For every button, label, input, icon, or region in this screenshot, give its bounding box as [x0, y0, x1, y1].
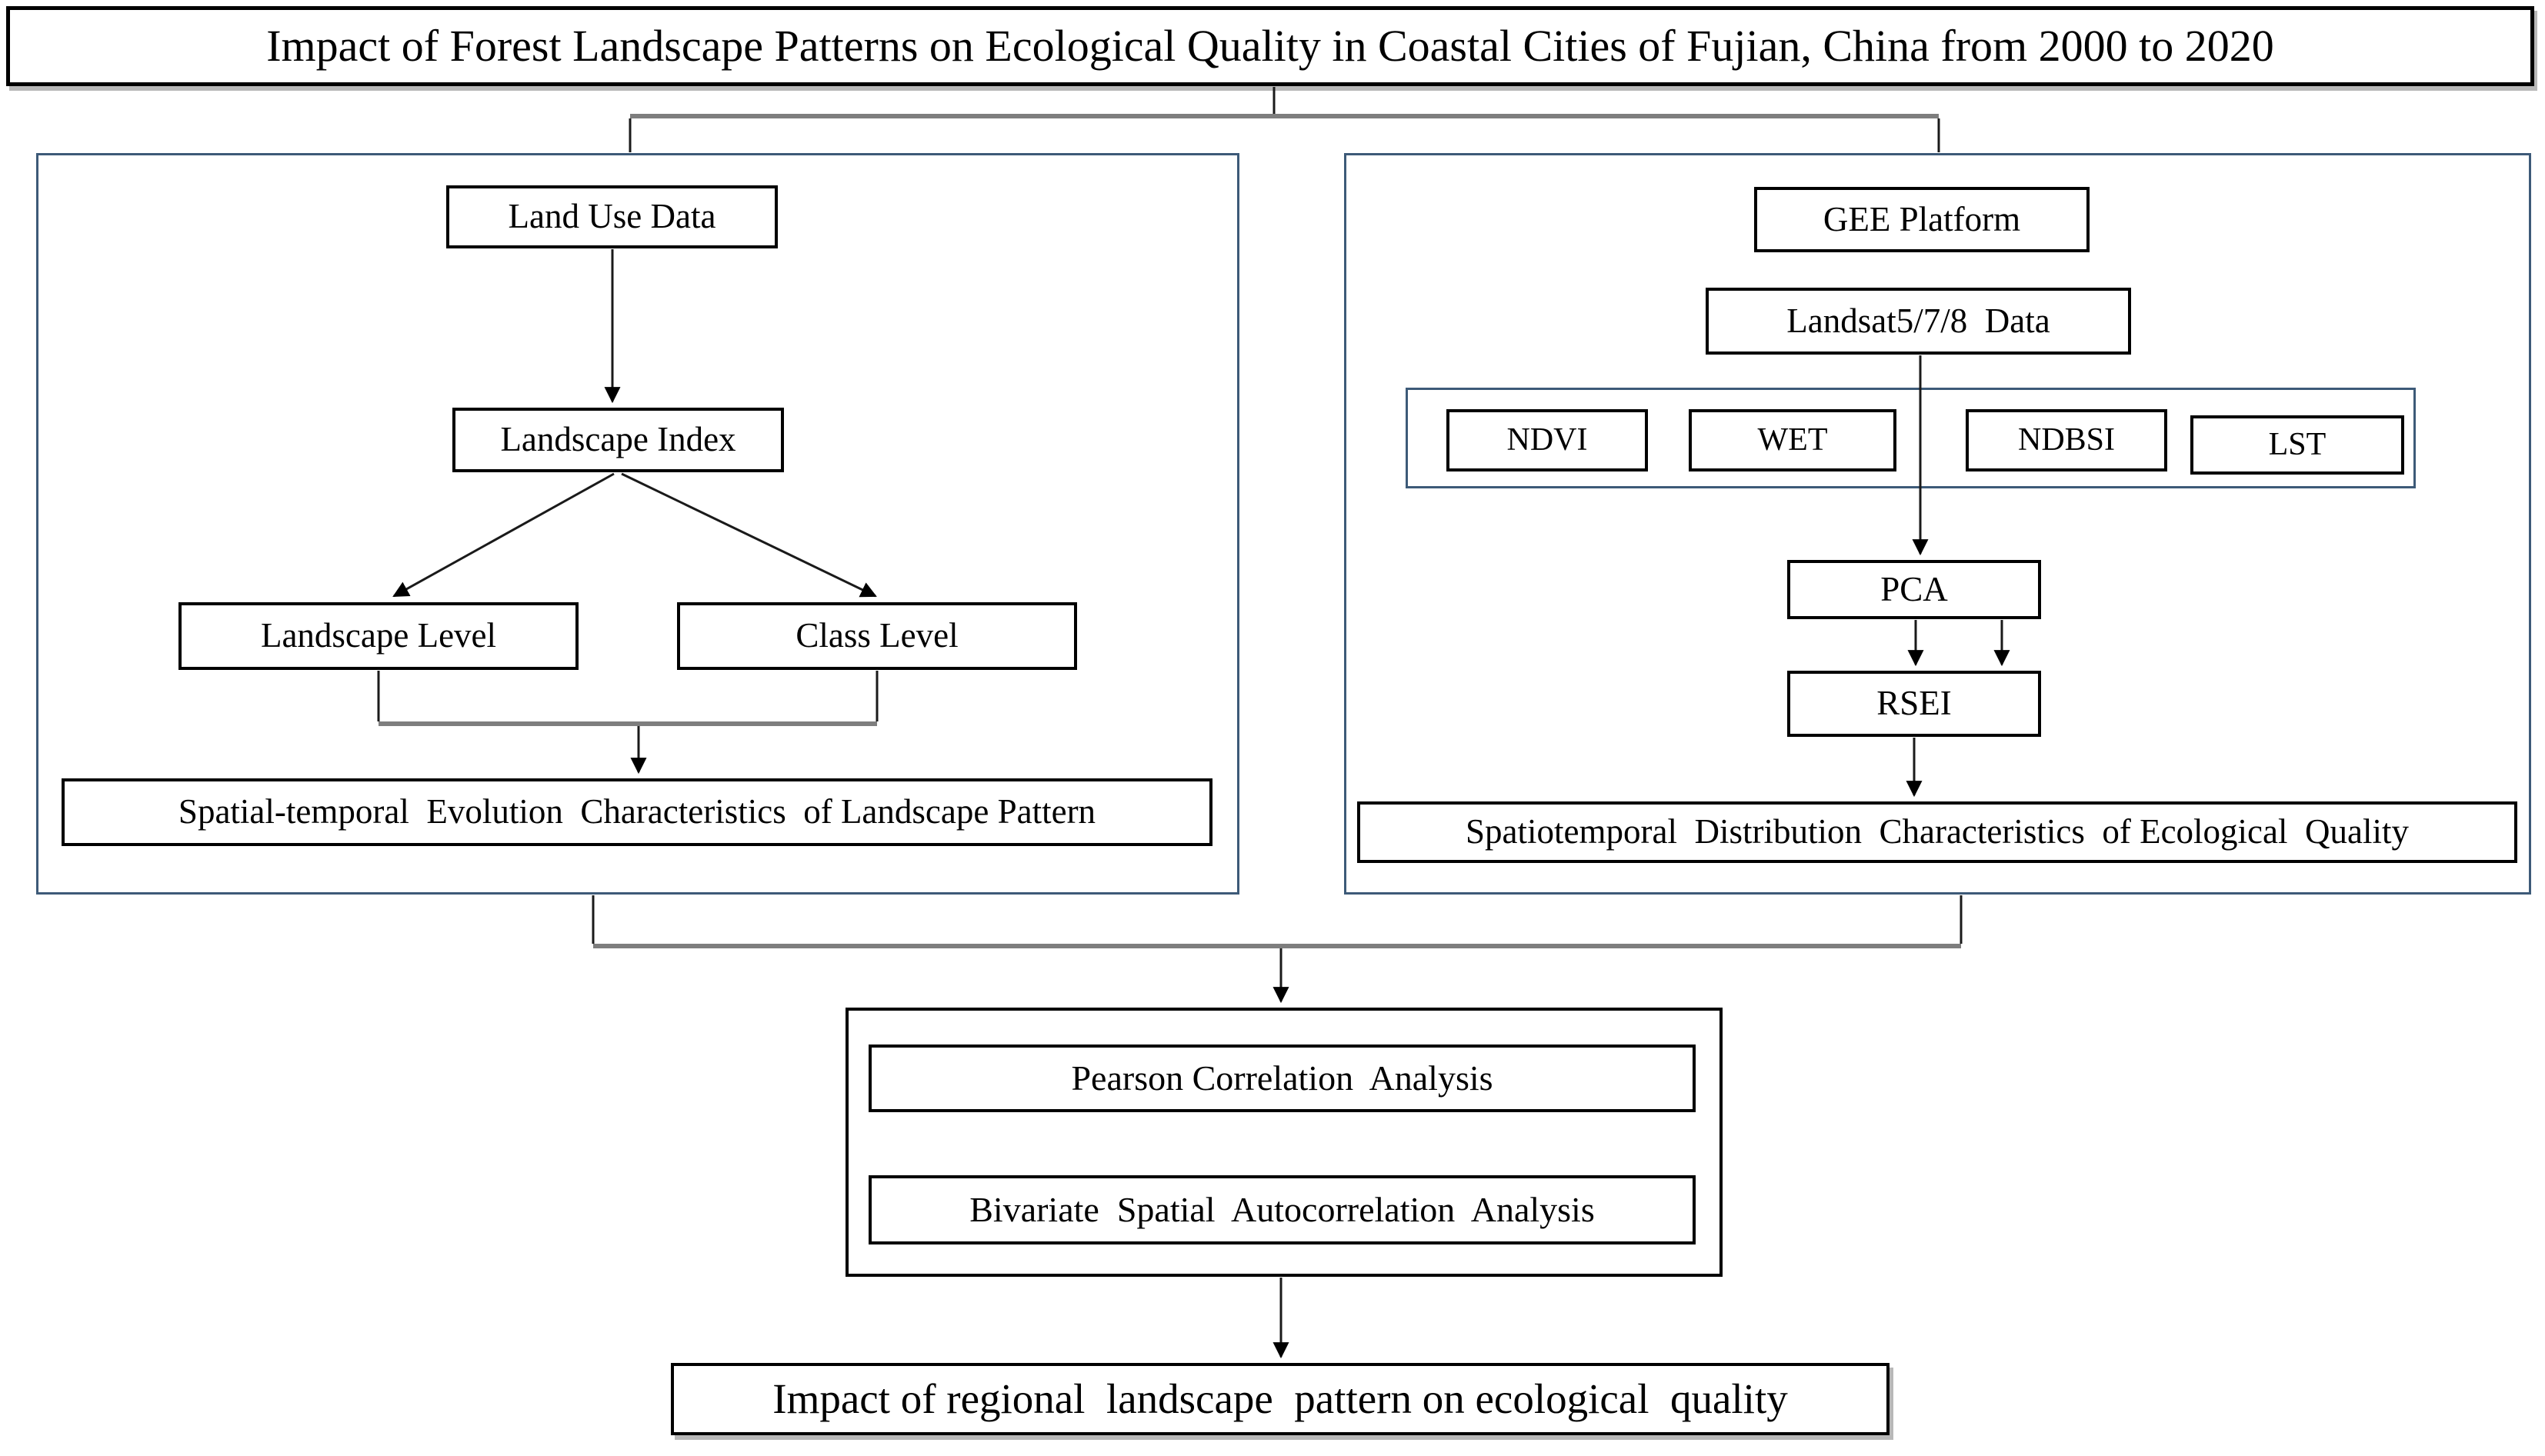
landscape-level-label: Landscape Level	[260, 616, 497, 655]
pearson-correlation-label: Pearson Correlation Analysis	[1071, 1058, 1493, 1098]
conclusion-box: Impact of regional landscape pattern on …	[671, 1363, 1890, 1435]
landsat-data-label: Landsat5/7/8 Data	[1786, 301, 2050, 340]
land-use-data-label: Land Use Data	[508, 197, 716, 236]
gee-platform-box: GEE Platform	[1754, 187, 2090, 252]
landscape-level-box: Landscape Level	[178, 602, 579, 670]
ecological-quality-panel	[1344, 153, 2531, 895]
lst-box: LST	[2190, 415, 2404, 475]
rsei-box: RSEI	[1787, 671, 2041, 737]
wet-label: WET	[1757, 422, 1828, 458]
landsat-data-box: Landsat5/7/8 Data	[1706, 288, 2131, 355]
landscape-index-box: Landscape Index	[452, 408, 784, 472]
class-level-box: Class Level	[677, 602, 1077, 670]
rsei-label: RSEI	[1876, 684, 1952, 723]
lst-label: LST	[2268, 427, 2327, 463]
landscape-pattern-outcome-label: Spatial-temporal Evolution Characteristi…	[178, 792, 1096, 831]
title-box: Impact of Forest Landscape Patterns on E…	[6, 6, 2534, 86]
pearson-correlation-box: Pearson Correlation Analysis	[869, 1045, 1696, 1112]
ndvi-label: NDVI	[1506, 422, 1588, 458]
bivariate-autocorrelation-label: Bivariate Spatial Autocorrelation Analys…	[969, 1189, 1595, 1229]
ndbsi-box: NDBSI	[1966, 409, 2167, 471]
pca-box: PCA	[1787, 560, 2041, 619]
conclusion-label: Impact of regional landscape pattern on …	[772, 1375, 1788, 1423]
ecological-quality-outcome-label: Spatiotemporal Distribution Characterist…	[1466, 812, 2409, 851]
ecological-quality-outcome-box: Spatiotemporal Distribution Characterist…	[1357, 801, 2517, 863]
bivariate-autocorrelation-box: Bivariate Spatial Autocorrelation Analys…	[869, 1175, 1696, 1244]
gee-platform-label: GEE Platform	[1823, 199, 2021, 238]
landscape-index-label: Landscape Index	[500, 420, 736, 459]
landscape-pattern-outcome-box: Spatial-temporal Evolution Characteristi…	[62, 778, 1212, 846]
class-level-label: Class Level	[796, 616, 959, 655]
ndvi-box: NDVI	[1446, 409, 1648, 471]
land-use-data-box: Land Use Data	[446, 185, 778, 248]
title-text: Impact of Forest Landscape Patterns on E…	[266, 20, 2274, 71]
wet-box: WET	[1689, 409, 1896, 471]
ndbsi-label: NDBSI	[2017, 422, 2116, 458]
pca-label: PCA	[1880, 569, 1948, 608]
